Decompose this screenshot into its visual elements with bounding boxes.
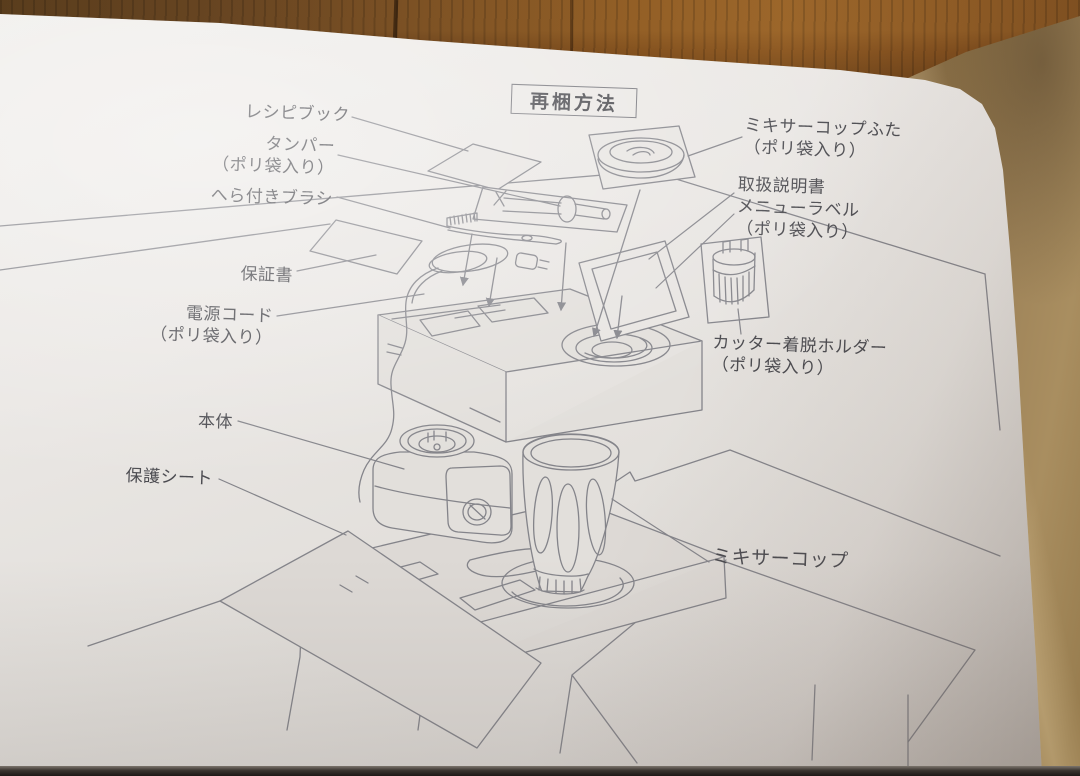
callout-leader-lines [218, 116, 743, 563]
callout-power-cord: 電源コード （ポリ袋入り） [149, 303, 274, 348]
background-flap-lines [0, 170, 1001, 647]
tamper-drawing [472, 186, 628, 233]
callout-manual-menu-label: 取扱説明書 メニューラベル （ポリ袋入り） [735, 174, 860, 242]
callout-main-unit: 本体 [197, 411, 234, 432]
callout-cutter-holder: カッター着脱ホルダー （ポリ袋入り） [711, 332, 888, 379]
power-cord-drawing [358, 243, 550, 503]
callout-mixer-cup-lid: ミキサーコップふた （ポリ袋入り） [743, 115, 903, 161]
warranty-card-drawing [309, 219, 423, 275]
manual-menu-label-drawing [578, 240, 690, 342]
recipe-book-drawing [427, 143, 542, 191]
main-body-drawing [372, 424, 513, 544]
cutter-holder-drawing [700, 236, 770, 324]
page-title: 再梱方法 [510, 83, 638, 119]
packing-direction-arrows [459, 189, 641, 340]
callout-tamper: タンパー （ポリ袋入り） [211, 134, 336, 178]
mixer-cup-drawing [522, 433, 620, 595]
protective-sheet-drawing [219, 530, 542, 749]
callout-warranty-card: 保証書 [240, 264, 294, 286]
spatula-brush-drawing [446, 212, 562, 245]
callout-protective-sheet: 保護シート [125, 466, 214, 489]
photo-bottom-edge [0, 766, 1080, 776]
mixer-cup-lid-drawing [588, 125, 696, 190]
wood-plank-seam [570, 0, 573, 60]
